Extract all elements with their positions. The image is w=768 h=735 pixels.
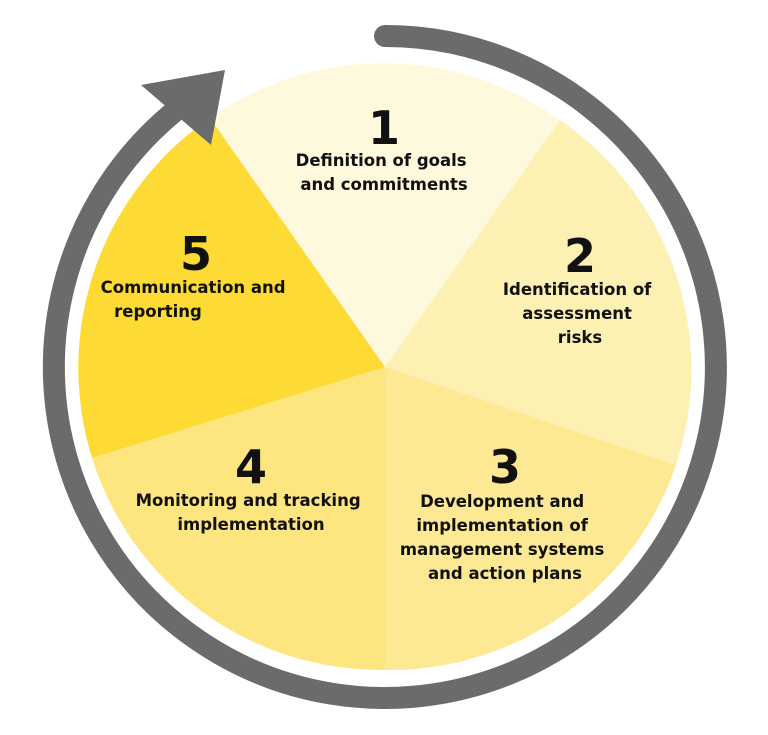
step-4-label: Monitoring and tracking implementation xyxy=(136,491,367,534)
step-3-label-line: implementation of xyxy=(416,516,588,535)
step-1-number: 1 xyxy=(368,101,400,155)
step-5-label-line: Communication and xyxy=(101,278,286,297)
step-1-label-line: Definition of goals xyxy=(296,151,467,170)
cycle-segments xyxy=(78,63,692,671)
step-1-label: Definition of goals and commitments xyxy=(296,151,473,194)
segment-5 xyxy=(78,118,386,458)
step-2: 2 Identification of assessment risks xyxy=(503,229,657,347)
segment-2 xyxy=(385,120,692,465)
cycle-arrow-ring xyxy=(42,25,727,709)
step-3-number: 3 xyxy=(489,440,521,494)
step-2-label-line: assessment xyxy=(522,304,632,323)
step-4-number: 4 xyxy=(235,440,267,494)
segment-3 xyxy=(385,367,676,671)
step-5: 5 Communication and reporting xyxy=(101,227,292,321)
step-3-label-line: management systems xyxy=(400,540,605,559)
step-4-label-line: implementation xyxy=(177,515,324,534)
step-3-label-line: and action plans xyxy=(428,564,582,583)
step-3-label-line: Development and xyxy=(420,492,584,511)
step-1: 1 Definition of goals and commitments xyxy=(296,101,473,194)
step-3-label: Development and implementation of manage… xyxy=(400,492,610,583)
step-5-label-line: reporting xyxy=(114,302,202,321)
step-2-label: Identification of assessment risks xyxy=(503,280,657,347)
step-2-number: 2 xyxy=(564,229,596,283)
step-5-label: Communication and reporting xyxy=(101,278,292,321)
step-2-label-line: Identification of xyxy=(503,280,652,299)
step-4-label-line: Monitoring and tracking xyxy=(136,491,361,510)
arrowhead-icon xyxy=(141,70,225,145)
step-1-label-line: and commitments xyxy=(300,175,467,194)
step-3: 3 Development and implementation of mana… xyxy=(400,440,610,583)
step-5-number: 5 xyxy=(180,227,212,281)
step-2-label-line: risks xyxy=(558,328,603,347)
segment-1 xyxy=(210,63,560,367)
step-4: 4 Monitoring and tracking implementation xyxy=(136,440,367,534)
cycle-arrow xyxy=(42,25,727,709)
segment-4 xyxy=(92,367,385,671)
